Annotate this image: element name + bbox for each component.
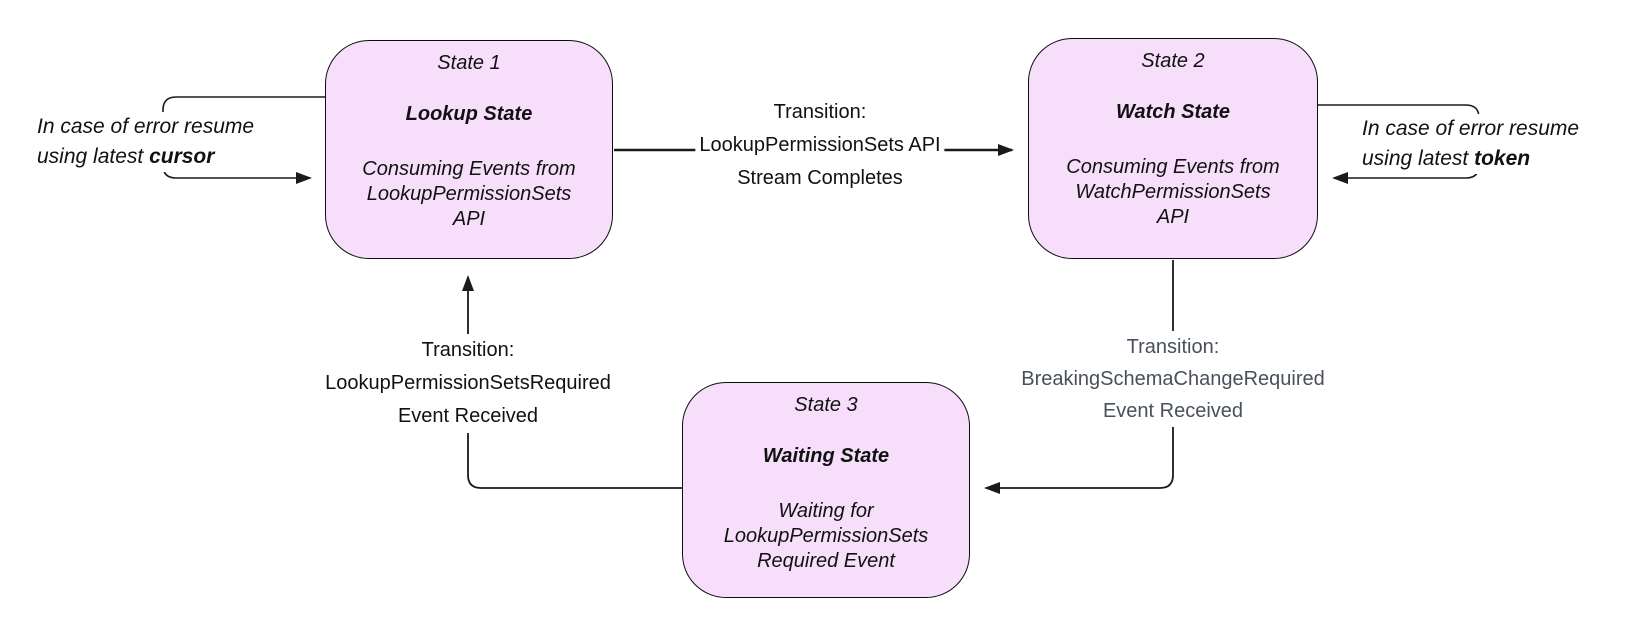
error-note-text: using latest — [37, 145, 150, 168]
error-note-line: In case of error resume — [35, 112, 257, 142]
state-name: Waiting State — [762, 445, 890, 467]
state-desc-line: Waiting for — [778, 500, 874, 522]
edge-watch-to-waiting — [984, 260, 1174, 494]
state-title: State 3 — [794, 394, 858, 416]
state-desc-line: Required Event — [757, 550, 895, 572]
edge-waiting-to-lookup — [462, 275, 682, 489]
state-title: State 2 — [1141, 50, 1205, 72]
transition-label-waiting-to-lookup: Transition: LookupPermissionSetsRequired… — [321, 334, 615, 433]
transition-label-line: Event Received — [393, 400, 543, 433]
state-name: Watch State — [1115, 101, 1231, 123]
transition-label-watch-to-waiting: Transition: BreakingSchemaChangeRequired… — [1017, 331, 1329, 427]
state-description: Consuming Events from LookupPermissionSe… — [362, 157, 575, 232]
state-desc-line: LookupPermissionSets — [366, 183, 572, 205]
error-note-token: In case of error resume using latest tok… — [1360, 114, 1582, 174]
transition-label-line: Transition: — [1122, 331, 1224, 363]
transition-label-line: BreakingSchemaChangeRequired — [1017, 363, 1329, 395]
state-desc-line: Consuming Events from — [362, 158, 576, 180]
transition-label-line: Transition: — [417, 334, 519, 367]
error-note-text: using latest — [1362, 147, 1475, 170]
state-title: State 1 — [437, 52, 501, 74]
transition-label-line: Transition: — [769, 96, 871, 129]
state-description: Waiting for LookupPermissionSets Require… — [724, 499, 929, 574]
state-desc-line: LookupPermissionSets — [723, 525, 929, 547]
state-node-lookup: State 1 Lookup State Consuming Events fr… — [325, 40, 613, 259]
state-desc-line: Consuming Events from — [1066, 156, 1280, 178]
transition-label-lookup-to-watch: Transition: LookupPermissionSets API Str… — [695, 96, 945, 195]
state-desc-line: WatchPermissionSets — [1075, 181, 1271, 203]
state-desc-line: API — [1156, 206, 1190, 228]
state-description: Consuming Events from WatchPermissionSet… — [1066, 155, 1279, 230]
transition-label-line: Event Received — [1098, 395, 1248, 427]
state-node-watch: State 2 Watch State Consuming Events fro… — [1028, 38, 1318, 259]
error-note-keyword: token — [1474, 147, 1531, 170]
error-note-line: using latest cursor — [35, 142, 217, 172]
transition-label-line: LookupPermissionSetsRequired — [321, 367, 615, 400]
state-desc-line: API — [452, 208, 486, 230]
error-note-cursor: In case of error resume using latest cur… — [35, 112, 257, 172]
transition-label-line: LookupPermissionSets API — [695, 129, 945, 162]
error-note-line: using latest token — [1360, 144, 1533, 174]
transition-label-line: Stream Completes — [733, 162, 907, 195]
state-node-waiting: State 3 Waiting State Waiting for Lookup… — [682, 382, 970, 598]
error-note-keyword: cursor — [149, 145, 215, 168]
state-name: Lookup State — [405, 103, 533, 125]
error-note-line: In case of error resume — [1360, 114, 1582, 144]
